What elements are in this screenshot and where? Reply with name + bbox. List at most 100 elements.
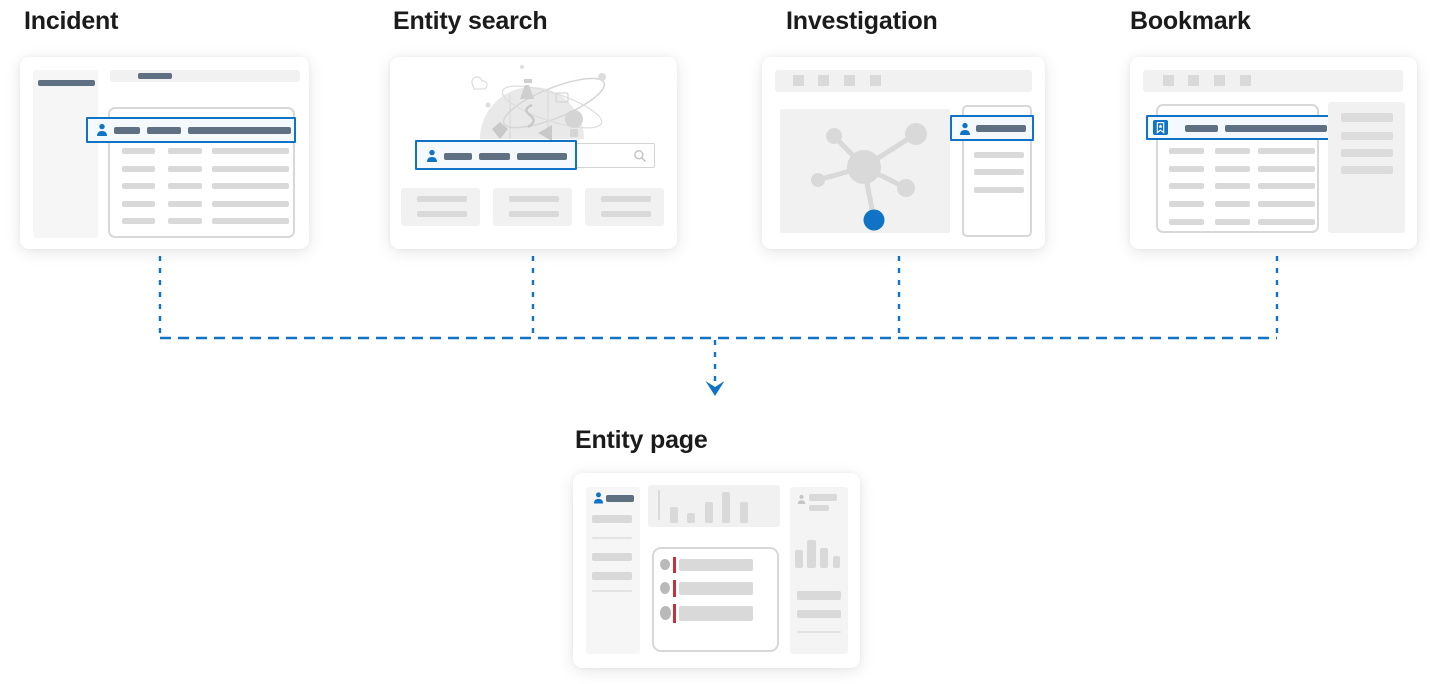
entity-page-title: Entity page xyxy=(575,426,708,454)
placeholder-bar xyxy=(417,196,467,202)
person-icon xyxy=(960,122,970,135)
toolbar-button-placeholder xyxy=(1214,75,1225,86)
incident-toolbar xyxy=(110,70,300,82)
alert-severity-tick xyxy=(673,580,676,597)
placeholder-bar xyxy=(809,505,829,511)
table-cell-bar xyxy=(168,148,202,154)
chart-bar xyxy=(820,548,828,568)
highlighted-bookmark-row xyxy=(1146,115,1333,140)
person-icon xyxy=(593,492,604,504)
placeholder-bar xyxy=(797,610,841,618)
table-cell-bar xyxy=(212,148,289,154)
graph-node-icon xyxy=(826,128,842,144)
chart-bar xyxy=(807,540,816,568)
toolbar-button-placeholder xyxy=(870,75,881,86)
placeholder-bar xyxy=(976,125,1026,132)
table-cell-bar xyxy=(1258,148,1315,154)
highlighted-entity-row xyxy=(86,117,296,143)
table-cell-bar xyxy=(1258,201,1315,207)
table-cell-bar xyxy=(122,148,155,154)
toolbar-button-placeholder xyxy=(844,75,855,86)
investigation-card xyxy=(762,57,1045,249)
timeline-bar-chart xyxy=(648,485,780,527)
list-item-dot xyxy=(660,582,670,594)
chart-bar xyxy=(670,507,678,523)
incident-title: Incident xyxy=(24,7,119,35)
result-card xyxy=(401,188,480,226)
alert-severity-tick xyxy=(673,557,676,573)
table-cell-bar xyxy=(1215,183,1250,189)
placeholder-bar xyxy=(479,153,510,160)
investigation-graph xyxy=(811,123,927,231)
table-cell-bar xyxy=(122,218,155,224)
table-cell-bar xyxy=(1258,166,1315,172)
entity-search-card xyxy=(390,57,677,249)
placeholder-bar xyxy=(809,494,837,501)
entity-page-card xyxy=(573,473,860,668)
arrow-down-icon xyxy=(705,381,725,396)
placeholder-bar xyxy=(509,211,559,217)
table-cell-bar xyxy=(1169,148,1204,154)
entity-page-sidebar xyxy=(586,487,640,654)
placeholder-bar xyxy=(138,73,172,79)
chart-bar xyxy=(687,513,695,523)
table-cell-bar xyxy=(1258,219,1315,225)
table-cell-bar xyxy=(1169,166,1204,172)
search-icon xyxy=(634,150,647,163)
table-cell-bar xyxy=(168,166,202,172)
placeholder-bar xyxy=(592,515,632,523)
list-item-bar xyxy=(679,559,753,571)
table-cell-bar xyxy=(1215,219,1250,225)
graph-node-icon xyxy=(811,173,825,187)
chart-bar xyxy=(740,502,748,523)
graph-node-icon xyxy=(897,179,915,197)
person-icon xyxy=(97,123,107,136)
table-cell-bar xyxy=(1258,183,1315,189)
table-cell-bar xyxy=(212,183,289,189)
table-cell-bar xyxy=(212,218,289,224)
table-cell-bar xyxy=(168,183,202,189)
chart-bar xyxy=(833,556,840,568)
placeholder-bar xyxy=(974,169,1024,175)
chart-axis xyxy=(658,490,660,520)
table-cell-bar xyxy=(122,183,155,189)
highlighted-entity-row xyxy=(950,115,1034,141)
result-card xyxy=(585,188,664,226)
table-cell-bar xyxy=(1169,183,1204,189)
placeholder-bar xyxy=(38,80,95,86)
list-item-dot xyxy=(660,606,671,620)
bookmark-card xyxy=(1130,57,1417,249)
table-cell-bar xyxy=(1169,219,1204,225)
divider xyxy=(592,590,632,592)
table-cell-bar xyxy=(1169,201,1204,207)
alert-list xyxy=(652,547,779,652)
bookmark-title: Bookmark xyxy=(1130,7,1251,35)
toolbar-button-placeholder xyxy=(793,75,804,86)
table-cell-bar xyxy=(1215,201,1250,207)
table-cell-bar xyxy=(168,201,202,207)
toolbar-button-placeholder xyxy=(1240,75,1251,86)
bookmark-icon xyxy=(1153,120,1168,135)
divider xyxy=(592,537,632,539)
placeholder-bar xyxy=(1185,125,1218,132)
toolbar-button-placeholder xyxy=(1163,75,1174,86)
placeholder-bar xyxy=(517,153,567,160)
alert-severity-tick xyxy=(673,604,676,623)
bookmark-side-panel xyxy=(1328,102,1405,233)
graph-node-icon xyxy=(905,123,927,145)
investigation-toolbar xyxy=(775,70,1032,92)
incident-sidebar xyxy=(33,70,98,238)
highlighted-entity-suggestion xyxy=(415,140,577,170)
incident-card xyxy=(20,57,309,249)
divider xyxy=(797,631,841,633)
list-item-bar xyxy=(679,606,753,621)
placeholder-bar xyxy=(188,127,291,134)
entity-search-illustration xyxy=(471,65,606,141)
placeholder-bar xyxy=(114,127,140,134)
placeholder-bar xyxy=(1225,125,1327,132)
table-cell-bar xyxy=(212,166,289,172)
placeholder-bar xyxy=(1341,113,1393,122)
person-icon xyxy=(797,494,806,504)
